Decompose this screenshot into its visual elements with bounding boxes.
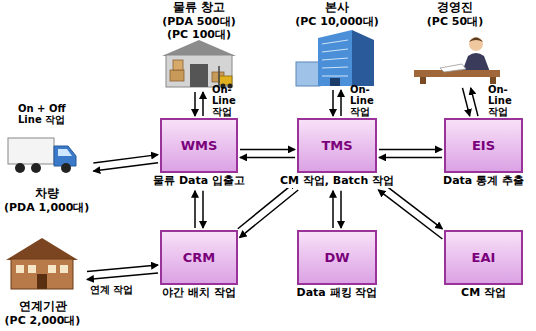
flow-arrow: [379, 149, 442, 151]
site-node: 물류 창고(PDA 500대) (PC 100대): [152, 0, 246, 90]
system-box: WMS물류 Data 입출고: [160, 118, 238, 173]
system-box: DWData 패킹 작업: [297, 230, 377, 285]
system-box: CRM야간 배치 작업: [160, 230, 238, 285]
flow-arrow: [240, 190, 299, 238]
device-count: (PDA 1,000대): [4, 201, 89, 214]
system-name: EIS: [472, 138, 495, 153]
system-name: CRM: [183, 250, 216, 265]
executive-illustration: [414, 37, 500, 84]
device-count: (PDA 500대) (PC 100대): [159, 15, 239, 41]
task-label: CM 작업, Batch 작업: [278, 174, 396, 188]
system-name: EAI: [472, 250, 496, 265]
connection-label: 연계 작업: [90, 284, 154, 295]
flow-arrow: [93, 155, 158, 163]
connection-label: On + Off Line 작업: [18, 103, 80, 125]
site-name: 연계기관: [19, 299, 67, 314]
system-name: TMS: [321, 138, 352, 153]
task-label: 야간 배치 작업: [160, 286, 238, 300]
device-count: (PC 10,000대): [295, 15, 378, 28]
connection-label: On-Line 작업: [212, 84, 246, 117]
site-name: 본사: [325, 0, 349, 15]
flow-arrow: [87, 273, 158, 279]
task-label: Data 패킹 작업: [295, 286, 380, 300]
flow-arrow: [379, 157, 442, 159]
system-name: DW: [324, 250, 349, 265]
flow-arrow: [332, 90, 334, 116]
truck-illustration: [8, 138, 76, 173]
site-node: 연계기관(PC 2,000대): [0, 232, 85, 327]
device-count: (PC 50대): [427, 15, 483, 28]
flow-arrow: [462, 88, 469, 116]
task-label: Data 통계 추출: [441, 174, 526, 188]
connection-label: On-Line 작업: [488, 84, 524, 117]
flow-arrow: [471, 88, 478, 116]
flow-arrow: [340, 191, 342, 228]
device-count: (PC 2,000대): [5, 314, 81, 327]
flow-arrow: [240, 157, 295, 159]
task-label: 물류 Data 입출고: [151, 174, 247, 188]
system-box: EAICM 작업: [444, 230, 523, 285]
system-box: TMSCM 작업, Batch 작업: [297, 118, 377, 173]
agency-building-illustration: [6, 238, 78, 289]
flow-arrow: [378, 190, 442, 239]
flow-arrow: [87, 265, 158, 271]
site-name: 차량: [35, 186, 59, 201]
headquarters-illustration: [296, 30, 374, 86]
flow-arrow: [202, 92, 204, 116]
site-name: 경영진: [437, 0, 473, 15]
site-node: 차량(PDA 1,000대): [2, 132, 91, 214]
flow-arrow: [194, 191, 196, 228]
flow-arrow: [332, 191, 334, 228]
connection-label: On-Line 작업: [350, 84, 384, 117]
task-label: CM 작업: [459, 286, 508, 300]
flow-arrow: [194, 92, 196, 116]
site-node: 경영진(PC 50대): [405, 0, 505, 86]
system-box: EISData 통계 추출: [444, 118, 523, 173]
site-node: 본사(PC 10,000대): [287, 0, 387, 88]
flow-arrow: [93, 163, 158, 171]
flow-arrow: [340, 90, 342, 116]
site-name: 물류 창고: [173, 0, 225, 15]
flow-arrow: [240, 149, 295, 151]
system-name: WMS: [181, 138, 218, 153]
flow-arrow: [202, 191, 204, 228]
flow-arrow: [238, 182, 296, 229]
warehouse-illustration: [162, 40, 236, 89]
